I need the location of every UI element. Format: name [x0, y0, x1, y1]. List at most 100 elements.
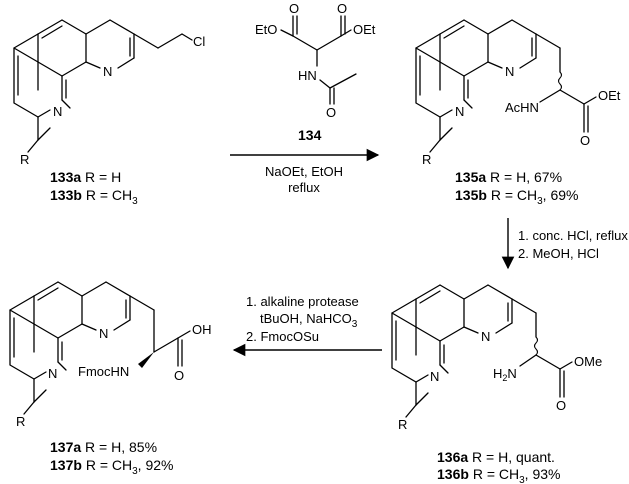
bond: [133, 33, 159, 49]
bond: [463, 99, 473, 109]
bond: [439, 61, 465, 77]
bond: [511, 298, 537, 314]
amine-label: H2N: [493, 366, 517, 383]
bond: [9, 295, 35, 311]
bond: [37, 287, 59, 301]
atom-label: O: [174, 368, 184, 383]
bond: [157, 33, 183, 49]
atom-label: O: [580, 133, 590, 148]
atom-label: N: [430, 369, 439, 384]
bond: [539, 89, 561, 103]
bond: [280, 29, 294, 37]
atom-label: Cl: [193, 34, 205, 49]
wavy-bond: [557, 71, 563, 91]
bond: [487, 61, 503, 69]
bond: [109, 19, 135, 35]
bond: [405, 404, 417, 418]
bond: [27, 139, 39, 153]
atom-label: OH: [192, 322, 212, 337]
substituent-R: R: [422, 152, 431, 167]
condition-text: tBuOH, NaHCO3: [260, 311, 358, 330]
compound-label: 136b R = CH3, 93%: [437, 466, 560, 484]
atom-label: HN: [298, 68, 317, 83]
bond: [57, 361, 67, 371]
atom-label: O: [556, 398, 566, 413]
bond: [113, 319, 131, 331]
bond: [117, 57, 135, 69]
bond: [13, 33, 39, 49]
bond: [129, 295, 155, 311]
atom-label: AcHN: [505, 100, 539, 115]
bond: [415, 374, 429, 383]
atom-label: N: [505, 64, 514, 79]
bond: [316, 35, 342, 51]
bond: [57, 281, 83, 297]
condition-text: 1. alkaline protease: [246, 294, 359, 309]
condition-text: reflux: [288, 180, 320, 195]
bond: [439, 326, 465, 342]
compound-137-structure: N N R FmocHN OH O: [9, 281, 212, 429]
compound-label: 133b R = CH3: [50, 187, 138, 207]
bond: [415, 284, 441, 300]
bond: [487, 19, 513, 35]
atom-label: O: [289, 1, 299, 16]
bond: [57, 323, 83, 339]
bond: [33, 323, 59, 339]
bond: [439, 127, 453, 141]
substituent-R: R: [16, 414, 25, 429]
atom-label: OEt: [598, 88, 621, 103]
bond: [61, 61, 87, 77]
compound-133-structure: N N R Cl: [13, 19, 205, 167]
bond: [519, 354, 537, 367]
bond: [415, 326, 441, 342]
bond: [153, 337, 179, 353]
bond: [429, 139, 441, 153]
bond: [559, 361, 573, 370]
bond: [443, 25, 465, 39]
atom-label: N: [103, 64, 112, 79]
bond: [415, 392, 429, 406]
bond: [33, 389, 47, 403]
compound-label: 137a R = H, 85%: [50, 439, 157, 455]
bond: [85, 61, 101, 69]
reagent-label: 134: [298, 127, 322, 143]
bond: [495, 322, 513, 334]
bond: [559, 89, 585, 105]
bond: [535, 354, 561, 370]
bond: [37, 19, 63, 35]
bond: [463, 284, 489, 300]
bond: [329, 73, 357, 89]
bond: [85, 19, 111, 35]
bond: [583, 96, 597, 105]
atom-label: FmocHN: [78, 364, 129, 379]
bond: [81, 323, 97, 331]
bond: [33, 281, 59, 297]
bond: [463, 326, 479, 334]
compound-label: 135b R = CH3, 69%: [455, 187, 578, 207]
substituent-R: R: [398, 417, 407, 432]
bond: [511, 19, 537, 35]
bond: [319, 79, 331, 89]
bond: [81, 281, 107, 297]
atom-label: O: [337, 1, 347, 16]
substituent-R: R: [20, 152, 29, 167]
atom-label: EtO: [255, 22, 277, 37]
bond: [519, 57, 537, 69]
atom-label: N: [99, 326, 108, 341]
bond: [439, 19, 465, 35]
condition-text: 2. FmocOSu: [246, 329, 319, 344]
compound-label: 135a R = H, 67%: [455, 169, 562, 185]
atom-label: O: [326, 105, 336, 120]
bond: [487, 284, 513, 300]
compound-label: 133a R = H: [50, 169, 121, 185]
condition-text: NaOEt, EtOH: [265, 164, 343, 179]
bond: [415, 33, 441, 49]
bond: [419, 290, 441, 304]
bond: [535, 33, 561, 49]
compound-label: 137b R = CH3, 92%: [50, 457, 173, 477]
compound-135-structure: N N R AcHN OEt O: [415, 19, 621, 167]
bond: [177, 330, 191, 339]
wedge-bond: [138, 352, 154, 368]
bond: [37, 61, 63, 77]
